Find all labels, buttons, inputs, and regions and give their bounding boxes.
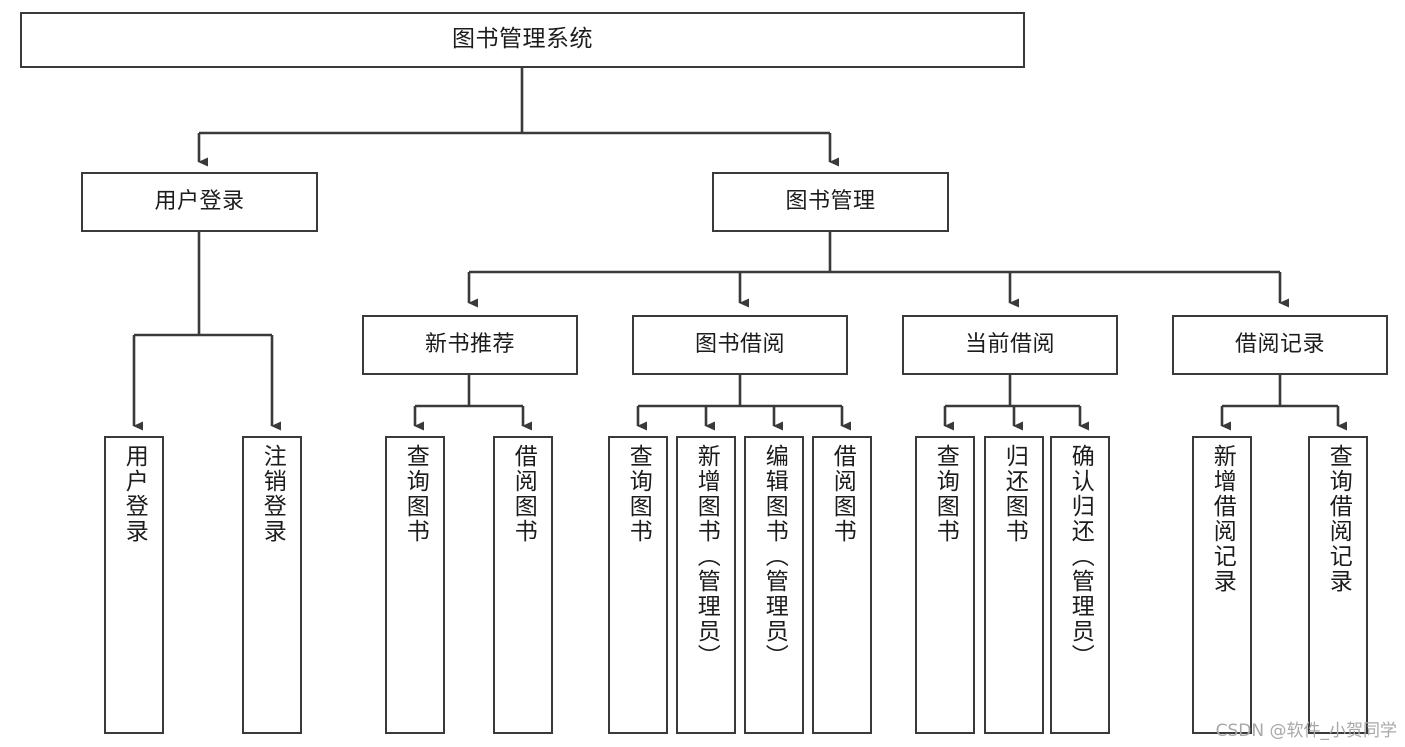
leaf-edit-book-admin[interactable]: 编辑图书（管理员） (744, 436, 804, 734)
leaf-logout-login[interactable]: 注销登录 (242, 436, 302, 734)
node-borrow-record-label: 借阅记录 (1234, 331, 1325, 357)
leaf-add-borrow-record-label: 新增借阅记录 (1209, 444, 1236, 594)
leaf-return-book[interactable]: 归还图书 (984, 436, 1044, 734)
leaf-user-login-label: 用户登录 (121, 444, 148, 544)
leaf-add-borrow-record[interactable]: 新增借阅记录 (1192, 436, 1252, 734)
leaf-confirm-return-admin[interactable]: 确认归还（管理员） (1050, 436, 1110, 734)
node-current-borrow[interactable]: 当前借阅 (902, 315, 1118, 375)
leaf-edit-book-admin-label: 编辑图书（管理员） (761, 444, 788, 669)
leaf-query-borrow-record[interactable]: 查询借阅记录 (1308, 436, 1368, 734)
node-root-book-management-system[interactable]: 图书管理系统 (20, 12, 1025, 68)
leaf-query-book-recommend-label: 查询图书 (402, 444, 429, 544)
leaf-query-book-borrow[interactable]: 查询图书 (608, 436, 668, 734)
node-current-borrow-label: 当前借阅 (964, 331, 1055, 357)
leaf-borrow-book-borrow-label: 借阅图书 (829, 444, 856, 544)
leaf-borrow-book-recommend-label: 借阅图书 (510, 444, 537, 544)
watermark-text: CSDN @软件_小贺同学 (1215, 721, 1397, 741)
node-book-borrow[interactable]: 图书借阅 (632, 315, 848, 375)
leaf-borrow-book-recommend[interactable]: 借阅图书 (493, 436, 553, 734)
leaf-logout-login-label: 注销登录 (259, 444, 286, 544)
leaf-add-book-admin[interactable]: 新增图书（管理员） (676, 436, 736, 734)
node-user-login-label: 用户登录 (154, 188, 245, 214)
node-borrow-record[interactable]: 借阅记录 (1172, 315, 1388, 375)
leaf-return-book-label: 归还图书 (1001, 444, 1028, 544)
node-book-borrow-label: 图书借阅 (694, 331, 785, 357)
leaf-add-book-admin-label: 新增图书（管理员） (693, 444, 720, 669)
node-root-label: 图书管理系统 (452, 26, 593, 53)
node-user-login[interactable]: 用户登录 (81, 172, 318, 232)
leaf-user-login[interactable]: 用户登录 (104, 436, 164, 734)
leaf-query-borrow-record-label: 查询借阅记录 (1325, 444, 1352, 594)
node-new-book-recommend-label: 新书推荐 (424, 331, 515, 357)
leaf-confirm-return-admin-label: 确认归还（管理员） (1067, 444, 1094, 669)
leaf-query-book-borrow-label: 查询图书 (625, 444, 652, 544)
leaf-query-book-current[interactable]: 查询图书 (915, 436, 975, 734)
leaf-query-book-current-label: 查询图书 (932, 444, 959, 544)
node-new-book-recommend[interactable]: 新书推荐 (362, 315, 578, 375)
leaf-query-book-recommend[interactable]: 查询图书 (385, 436, 445, 734)
node-book-management[interactable]: 图书管理 (712, 172, 949, 232)
node-book-management-label: 图书管理 (785, 188, 876, 214)
leaf-borrow-book-borrow[interactable]: 借阅图书 (812, 436, 872, 734)
